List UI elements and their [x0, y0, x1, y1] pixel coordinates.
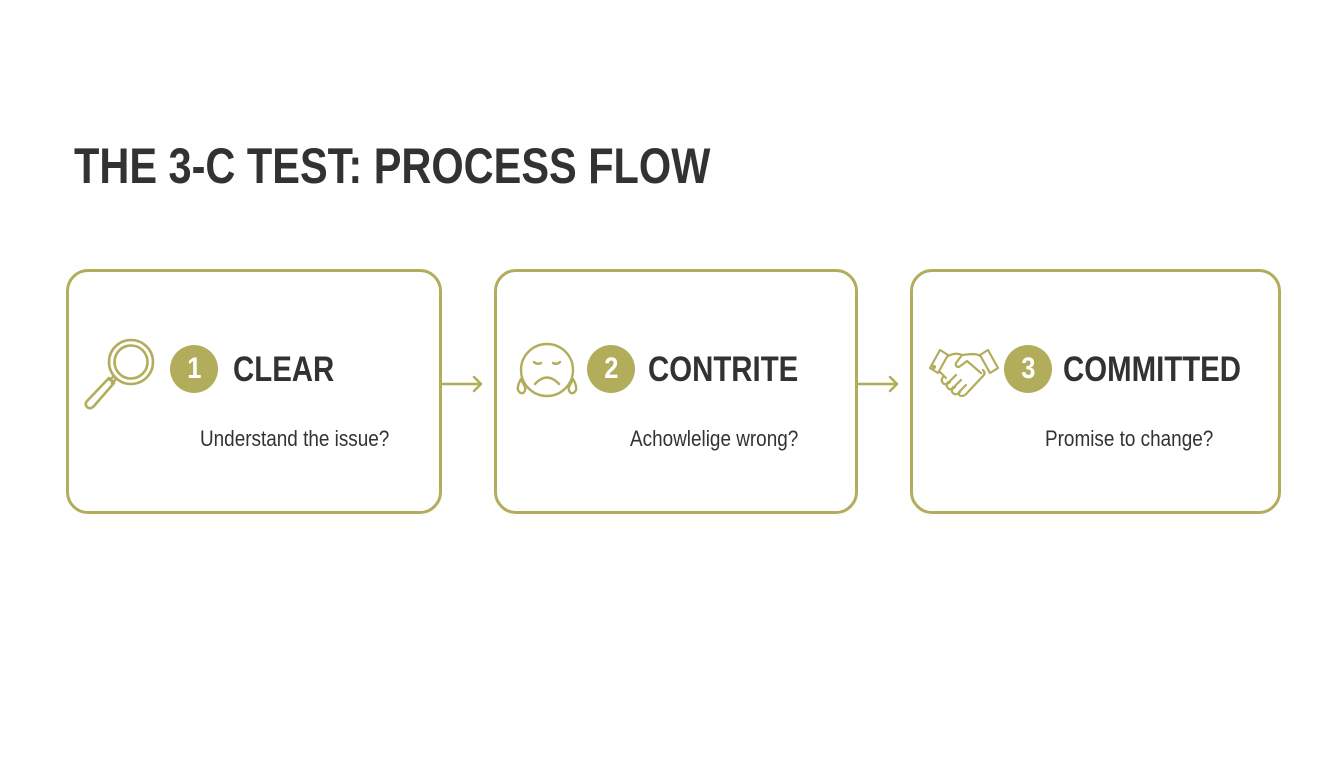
step-description: Achowlelige wrong?: [630, 426, 799, 451]
step-number-badge: 3: [1004, 345, 1052, 393]
step-title: COMMITTED: [1063, 350, 1242, 389]
step-card-clear: [66, 269, 442, 514]
step-title: CLEAR: [233, 350, 335, 389]
step-card-contrite: [494, 269, 858, 514]
arrow-right-icon: [857, 375, 899, 393]
sad-face-icon: [516, 342, 578, 398]
arrow-right-icon: [441, 375, 483, 393]
step-number-badge: 1: [170, 345, 218, 393]
magnifying-glass-icon: [84, 338, 155, 410]
step-number: 3: [1020, 352, 1036, 385]
step-number: 2: [603, 352, 619, 385]
page-title: THE 3-C TEST: PROCESS FLOW: [74, 138, 711, 194]
step-number: 1: [186, 352, 202, 385]
step-description: Understand the issue?: [200, 426, 390, 451]
step-number-badge: 2: [587, 345, 635, 393]
step-description: Promise to change?: [1045, 426, 1214, 451]
step-title: CONTRITE: [648, 350, 799, 389]
step-card-committed: [910, 269, 1281, 514]
handshake-icon: [928, 348, 1000, 398]
